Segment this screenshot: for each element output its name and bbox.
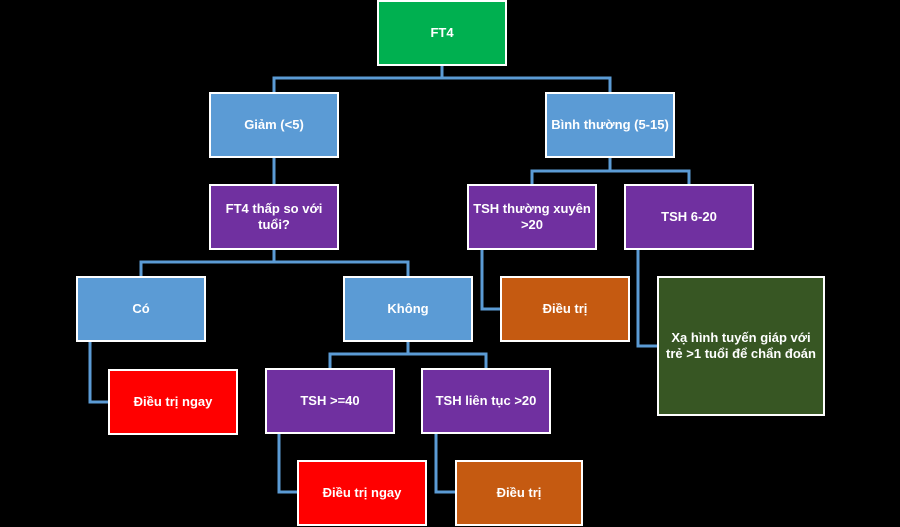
node-thyroid-scan: Xạ hình tuyến giáp với trẻ >1 tuổi để ch… xyxy=(657,276,825,416)
node-label: TSH 6-20 xyxy=(661,209,717,224)
connector-root-children xyxy=(272,66,612,92)
node-label: TSH >=40 xyxy=(300,393,360,408)
node-low: Giảm (<5) xyxy=(209,92,339,158)
node-treat-persistent: Điều trị xyxy=(455,460,583,526)
node-label: Điều trị ngay xyxy=(322,485,402,500)
node-tsh-regular-gt-20: TSH thường xuyên >20 xyxy=(467,184,597,250)
node-ft4-root: FT4 xyxy=(377,0,507,66)
node-label: Bình thường (5-15) xyxy=(551,117,669,132)
node-treat-now-yes: Điều trị ngay xyxy=(108,369,238,435)
node-yes: Có xyxy=(76,276,206,342)
node-label: FT4 thấp so với tuổi? xyxy=(225,201,323,232)
connector-no-children xyxy=(328,342,488,368)
connector-regular-treat xyxy=(480,250,500,311)
node-label: TSH thường xuyên >20 xyxy=(473,201,591,232)
connector-tsh620-scan xyxy=(636,250,657,348)
node-tsh-ge-40: TSH >=40 xyxy=(265,368,395,434)
node-label: FT4 xyxy=(430,25,454,40)
node-label: Điều trị ngay xyxy=(133,394,213,409)
node-label: Giảm (<5) xyxy=(244,117,304,132)
node-treat-regular: Điều trị xyxy=(500,276,630,342)
connector-persistent-treat xyxy=(434,434,455,494)
node-label: Điều trị xyxy=(496,485,542,500)
connector-normal-children xyxy=(530,158,691,184)
node-label: Có xyxy=(132,301,150,316)
connector-yes-treat xyxy=(88,342,108,404)
node-label: TSH liên tục >20 xyxy=(435,393,537,408)
node-label: Không xyxy=(387,301,429,316)
node-tsh-persistent-gt-20: TSH liên tục >20 xyxy=(421,368,551,434)
node-tsh-6-20: TSH 6-20 xyxy=(624,184,754,250)
node-normal: Bình thường (5-15) xyxy=(545,92,675,158)
node-label: Điều trị xyxy=(542,301,588,316)
node-treat-now-tsh40: Điều trị ngay xyxy=(297,460,427,526)
node-label: Xạ hình tuyến giáp với trẻ >1 tuổi để ch… xyxy=(666,330,816,361)
connector-question-yes-no xyxy=(139,250,410,276)
connector-tsh40-treat xyxy=(277,434,297,494)
node-ft4-low-for-age: FT4 thấp so với tuổi? xyxy=(209,184,339,250)
node-no: Không xyxy=(343,276,473,342)
